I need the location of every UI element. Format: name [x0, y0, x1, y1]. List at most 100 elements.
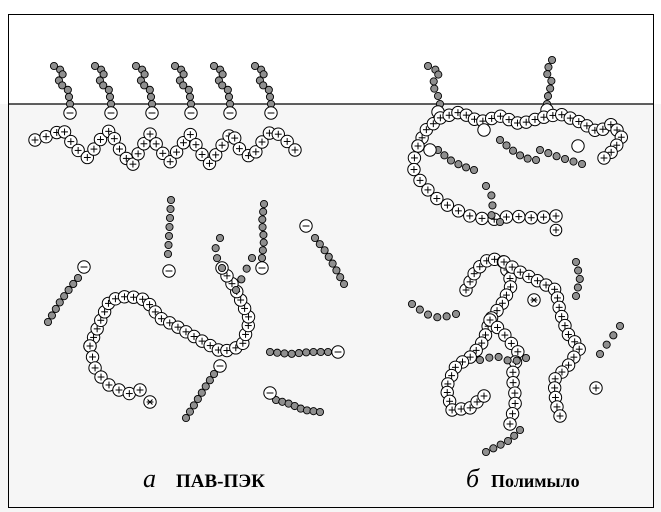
hydrophobic-bead-icon: [495, 217, 505, 227]
hydrophobic-bead-icon: [469, 165, 479, 175]
plus-circle-icon: [477, 389, 491, 403]
hydrophobic-bead-icon: [179, 70, 188, 79]
plus-circle-icon: [411, 139, 425, 153]
hydrophobic-bead-icon: [231, 285, 241, 295]
hydrophobic-bead-icon: [571, 291, 581, 301]
hydrophobic-bead-icon: [64, 92, 74, 101]
plus-circle-icon: [463, 209, 477, 223]
plus-circle-icon: [440, 198, 455, 212]
hydrophobic-bead-icon: [209, 61, 219, 71]
hydrophobic-bead-icon: [58, 70, 67, 79]
hydrophobic-bead-icon: [516, 151, 525, 160]
plus-circle-icon: [131, 147, 145, 161]
plus-circle-icon: [93, 132, 108, 147]
hydrophobic-bead-icon: [166, 195, 176, 205]
hydrophobic-bead-icon: [223, 85, 232, 94]
neutral-circle-icon: [423, 143, 437, 157]
hydrophobic-bead-icon: [258, 215, 267, 224]
hydrophobic-bead-icon: [573, 283, 582, 292]
plus-circle-icon: [549, 223, 563, 237]
hydrophobic-bead-icon: [165, 222, 174, 232]
hydrophobic-bead-icon: [571, 257, 581, 267]
hydrophobic-bead-icon: [547, 55, 557, 65]
hydrophobic-bead-icon: [309, 347, 318, 357]
hydrophobic-bead-icon: [140, 81, 149, 90]
panel-a-letter: а: [143, 464, 156, 493]
hydrophobic-bead-icon: [99, 70, 108, 79]
plus-circle-icon: [407, 151, 422, 165]
minus-circle-icon: [331, 345, 345, 359]
hydrophobic-bead-icon: [197, 388, 206, 397]
hydrophobic-bead-icon: [309, 407, 318, 416]
hydrophobic-bead-icon: [544, 63, 553, 72]
plus-circle-icon: [57, 125, 72, 139]
hydrophobic-bead-icon: [544, 149, 553, 158]
hydrophobic-bead-icon: [181, 413, 191, 423]
hydrophobic-bead-icon: [215, 233, 225, 243]
plus-circle-icon: [133, 383, 147, 397]
hydrophobic-bead-icon: [574, 266, 583, 275]
hydrophobic-bead-icon: [273, 348, 282, 357]
minus-circle-icon: [213, 359, 227, 373]
hydrophobic-bead-icon: [99, 81, 108, 90]
plus-circle-icon: [112, 142, 127, 156]
plus-circle-icon: [232, 141, 247, 156]
plus-circle-icon: [255, 135, 269, 149]
hydrophobic-bead-icon: [547, 76, 556, 85]
hydrophobic-bead-icon: [146, 92, 156, 101]
plus-circle-icon: [249, 145, 263, 159]
hydrophobic-bead-icon: [546, 84, 555, 93]
plus-circle-icon: [163, 155, 177, 169]
hydrophobic-bead-icon: [63, 85, 72, 94]
hydrophobic-bead-icon: [145, 85, 154, 94]
hydrophobic-bead-icon: [164, 240, 173, 250]
plus-circle-icon: [511, 345, 525, 359]
plus-circle-icon: [553, 409, 567, 423]
hydrophobic-bead-icon: [323, 347, 333, 357]
hydrophobic-bead-icon: [429, 77, 438, 86]
hydrophobic-bead-icon: [485, 353, 494, 362]
panel-a-surfactant-pec: [28, 61, 349, 423]
hydrophobic-bead-icon: [104, 85, 113, 94]
hydrophobic-bead-icon: [442, 312, 451, 321]
hydrophobic-bead-icon: [489, 444, 498, 453]
plus-circle-icon: [149, 137, 163, 151]
hydrophobic-bead-icon: [217, 263, 227, 273]
plus-circle-icon: [71, 143, 85, 158]
hydrophobic-bead-icon: [49, 61, 59, 71]
hydrophobic-bead-icon: [242, 264, 251, 273]
plus-circle-icon: [87, 142, 101, 156]
plus-circle-icon: [536, 210, 551, 224]
hydrophobic-bead-icon: [310, 233, 320, 243]
hydrophobic-bead-icon: [294, 349, 304, 358]
hydrophobic-bead-icon: [131, 61, 141, 71]
hydrophobic-bead-icon: [218, 70, 227, 79]
hydrophobic-bead-icon: [259, 238, 268, 247]
minus-circle-icon: [299, 219, 313, 233]
plus-circle-icon: [169, 145, 184, 159]
plus-circle-icon: [490, 303, 504, 318]
plus-circle-icon: [102, 378, 116, 392]
hydrophobic-bead-icon: [259, 207, 268, 216]
hydrophobic-bead-icon: [512, 356, 521, 365]
hydrophobic-bead-icon: [224, 92, 234, 101]
plus-circle-icon: [413, 173, 427, 188]
neutral-circle-icon: [571, 139, 585, 153]
plus-circle-icon: [28, 133, 42, 147]
hydrophobic-bead-icon: [481, 181, 491, 191]
hydrophobic-bead-icon: [433, 313, 442, 322]
hydrophobic-bead-icon: [495, 135, 505, 145]
hydrophobic-bead-icon: [487, 211, 496, 220]
minus-circle-icon: [162, 264, 176, 278]
minus-circle-icon: [77, 260, 91, 274]
plus-circle-icon: [407, 162, 421, 177]
hydrophobic-bead-icon: [423, 310, 433, 319]
plus-circle-icon: [209, 148, 223, 162]
minus-circle-icon: [145, 106, 159, 120]
hydrophobic-bead-icon: [265, 92, 275, 101]
hydrophobic-bead-icon: [320, 246, 329, 255]
plus-circle-icon: [189, 137, 203, 152]
panel-b-caption: Полимыло: [491, 471, 580, 491]
plus-circle-icon: [183, 127, 198, 142]
